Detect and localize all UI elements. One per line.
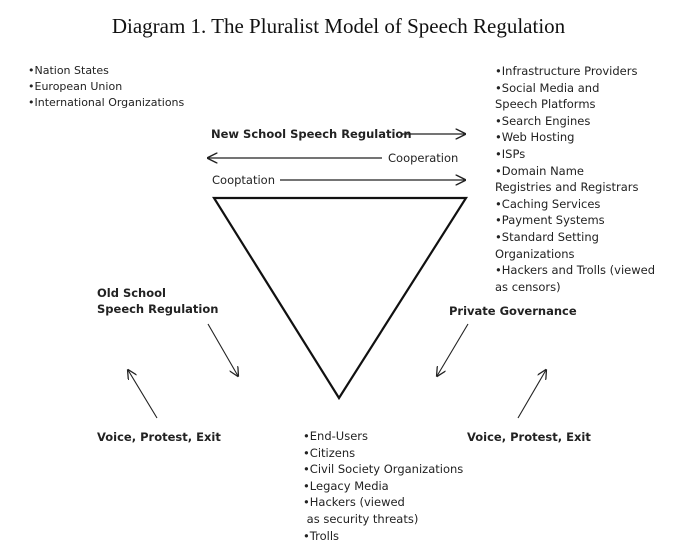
list-item: •Citizens [303, 445, 356, 460]
cooperation-label: Cooperation [388, 151, 459, 165]
list-item: •Payment Systems [495, 213, 605, 228]
list-item: as security threats) [303, 511, 419, 526]
new-school-label: New School Speech Regulation [211, 127, 412, 141]
private-governance-label: Private Governance [449, 304, 577, 318]
list-item: •International Organizations [28, 96, 185, 109]
nation-states-list: •Nation States •European Union •Internat… [28, 63, 184, 111]
private-governance-arrow [437, 323, 469, 376]
list-item: •European Union [28, 80, 123, 93]
list-item: •ISPs [495, 146, 526, 161]
voice-right-arrow [517, 370, 546, 419]
list-item: •Social Media and [495, 80, 600, 95]
voice-protest-exit-left: Voice, Protest, Exit [97, 430, 221, 444]
list-item: •Hackers (viewed [303, 495, 405, 510]
list-item: Organizations [495, 246, 575, 261]
list-item: •Search Engines [495, 113, 591, 128]
list-item: Registries and Registrars [495, 180, 639, 195]
list-item: •End-Users [303, 429, 368, 443]
list-item: Speech Platforms [495, 97, 596, 112]
voice-left-arrow [128, 370, 158, 419]
old-school-arrow [207, 323, 238, 376]
infrastructure-providers-list: •Infrastructure Providers •Social Media … [495, 63, 655, 295]
list-item: •Legacy Media [303, 478, 389, 493]
list-item: •Web Hosting [495, 130, 575, 145]
list-item: •Nation States [28, 64, 109, 77]
list-item: •Trolls [303, 528, 340, 543]
list-item: •Hackers and Trolls (viewed [495, 263, 656, 278]
list-item: •Standard Setting [495, 229, 599, 244]
voice-protest-exit-right: Voice, Protest, Exit [467, 430, 591, 444]
list-item: •Domain Name [495, 163, 584, 178]
diagram-title: Diagram 1. The Pluralist Model of Speech… [111, 14, 566, 38]
list-item: •Caching Services [495, 196, 601, 211]
old-school-label-line1: Old School [97, 286, 166, 300]
cooptation-label: Cooptation [212, 173, 275, 187]
end-users-list: •End-Users •Citizens •Civil Society Orga… [303, 428, 463, 544]
list-item: •Civil Society Organizations [303, 462, 464, 477]
inverted-triangle [212, 196, 469, 401]
old-school-label-line2: Speech Regulation [97, 302, 219, 316]
list-item: •Infrastructure Providers [495, 64, 638, 78]
list-item: as censors) [495, 279, 561, 294]
